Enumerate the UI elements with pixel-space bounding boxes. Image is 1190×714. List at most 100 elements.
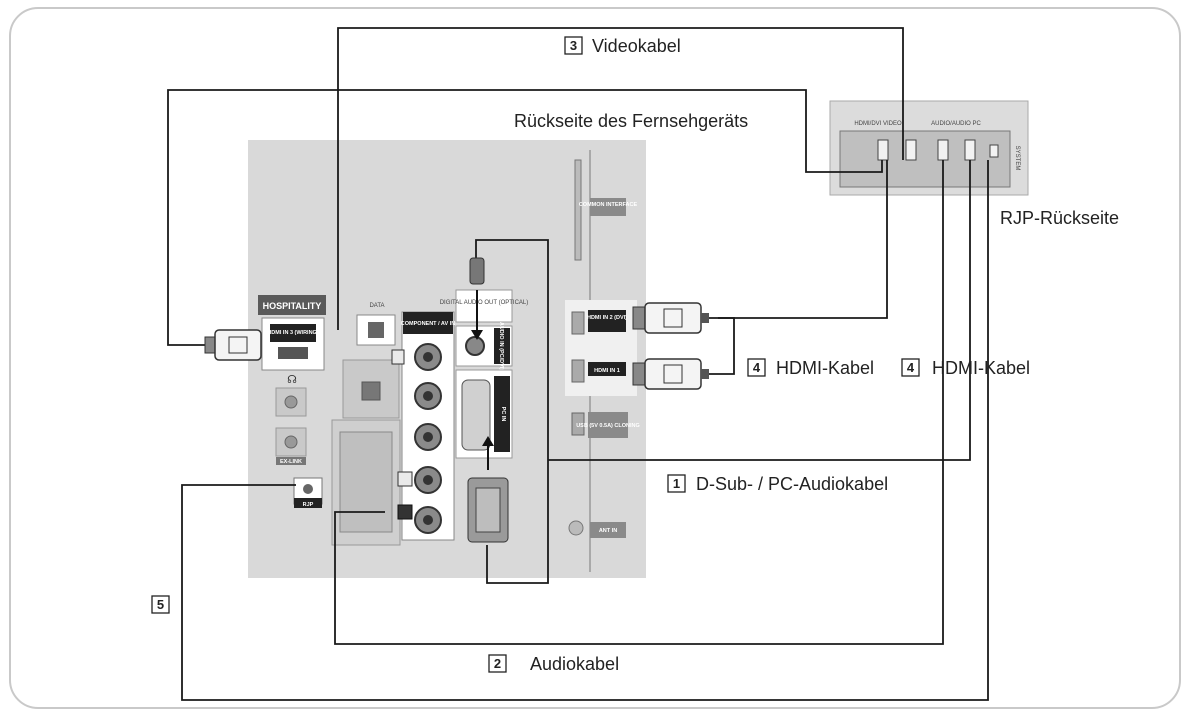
tv-back-panel: COMMON INTERFACE HDMI IN 2 (DVI) HDMI IN… <box>248 140 646 578</box>
rjp-audio-label: AUDIO/AUDIO PC <box>931 121 981 127</box>
video-cable-line <box>337 27 904 330</box>
ex-link-tag <box>276 457 306 465</box>
hdmi1-label: HDMI IN 1 <box>594 368 620 374</box>
optical-port <box>361 381 381 401</box>
audio-in-tag <box>494 328 510 364</box>
common-interface-label: COMMON INTERFACE <box>579 202 638 208</box>
hdmi2-port <box>571 311 585 335</box>
hdmi2-label: HDMI IN 2 (DVI) <box>587 315 627 321</box>
video-plug <box>391 349 405 365</box>
svg-text:4: 4 <box>907 360 915 375</box>
usb-port <box>571 412 585 436</box>
rjp-jack <box>303 484 313 494</box>
rjp-jack-5 <box>989 144 999 158</box>
pc-in-label: PC IN <box>500 407 506 422</box>
rjp-back-caption: RJP-Rückseite <box>1000 208 1119 228</box>
rjp-jack-1 <box>877 139 889 161</box>
svg-text:3: 3 <box>570 38 577 53</box>
hospitality-header <box>258 295 326 315</box>
svg-text:5: 5 <box>157 597 164 612</box>
hdmi3-plug <box>214 329 262 361</box>
number-box <box>667 474 686 493</box>
rjp-face <box>839 130 1011 188</box>
rjp-cable-caption: 5 <box>151 595 170 614</box>
usb-tag <box>588 412 628 438</box>
component-label: COMPONENT / AV IN <box>401 321 455 327</box>
ex-link-label: EX-LINK <box>280 459 302 465</box>
rjp-cable-line <box>181 160 989 701</box>
rjp-hdmi-video-label: HDMI/DVI VIDEO <box>854 121 902 127</box>
ant-in-tag <box>590 522 626 538</box>
hdmi2-tag <box>588 310 626 332</box>
hdmi1-plug-tip <box>632 362 646 386</box>
component-tag <box>403 312 453 334</box>
dsub-cable-caption: 1 D-Sub- / PC-Audiokabel <box>667 474 888 494</box>
vga-plug-arrow <box>482 436 494 446</box>
common-interface-tag <box>590 198 626 216</box>
svg-text:1: 1 <box>673 476 680 491</box>
hdmi-cable-caption-1: 4 HDMI-Kabel <box>747 358 874 378</box>
hdmi-cable-label-1: HDMI-Kabel <box>776 358 874 378</box>
number-box <box>488 654 507 673</box>
audio-l-plug <box>397 471 413 487</box>
svg-text:4: 4 <box>753 360 761 375</box>
hdmi2-plug <box>644 302 702 334</box>
rjp-jack-2 <box>905 139 917 161</box>
vga-port <box>461 379 491 451</box>
hdmi-cable-label-2: HDMI-Kabel <box>932 358 1030 378</box>
pc-in-tag <box>494 376 510 452</box>
audio-in-label: AUDIO IN (PC/DVI) <box>498 322 504 370</box>
hdmi1-tag <box>588 362 626 376</box>
rjp-label: RJP <box>303 502 314 508</box>
ant-in-port <box>568 520 584 536</box>
cables <box>167 27 989 701</box>
audio-plug-arrow <box>471 330 483 340</box>
hdmi-loop-cable <box>708 317 735 375</box>
svg-text:2: 2 <box>494 656 501 671</box>
component-jacks <box>414 343 442 534</box>
rjp-jack-3 <box>937 139 949 161</box>
dsub-cable-label: D-Sub- / PC-Audiokabel <box>696 474 888 494</box>
digital-audio-label: DIGITAL AUDIO OUT (OPTICAL) <box>440 300 529 306</box>
hospitality-label: HOSPITALITY <box>263 301 322 311</box>
hdmi3-rjp-cable <box>167 89 883 346</box>
headphone-jack <box>284 395 298 409</box>
number-box <box>564 36 583 55</box>
video-cable-label: Videokabel <box>592 36 681 56</box>
number-box <box>747 358 766 377</box>
digital-audio-box <box>455 289 513 323</box>
dsub-to-rjp-cable <box>548 160 971 461</box>
hdmi-cable-caption-2: 4 HDMI-Kabel <box>901 358 1030 378</box>
hdmi1-port <box>571 359 585 383</box>
audio-r-plug <box>397 504 413 520</box>
tv-back-caption: Rückseite des Fernsehgeräts <box>514 111 748 131</box>
rjp-tag <box>294 498 322 508</box>
audio-in-jack <box>465 336 485 356</box>
rjp-jack-4 <box>964 139 976 161</box>
usb-label: USB (5V 0.5A) CLONING <box>576 423 640 429</box>
hdmi3-label: HDMI IN 3 (WIRING) <box>267 330 318 336</box>
audio-cable-line <box>334 160 944 645</box>
hdmi1-plug <box>644 358 702 390</box>
cable-plugs <box>204 257 709 543</box>
data-label: DATA <box>369 303 384 309</box>
hdmi2-plug-tip <box>632 306 646 330</box>
audio-plug <box>469 257 485 285</box>
audio-cable-label: Audiokabel <box>530 654 619 674</box>
headphone-icon: ☊ <box>287 374 297 386</box>
video-cable-caption: 3 Videokabel <box>564 36 681 56</box>
hdmi3-plug-tip <box>204 336 216 354</box>
rjp-side-label: SYSTEM <box>1014 146 1020 171</box>
number-box <box>151 595 170 614</box>
data-port <box>368 322 384 338</box>
ant-in-label: ANT IN <box>599 528 617 534</box>
common-interface-slot <box>574 159 582 261</box>
number-box <box>901 358 920 377</box>
rjp-unit: HDMI/DVI VIDEO AUDIO/AUDIO PC SYSTEM <box>829 100 1029 196</box>
dsub-loop-cable <box>475 239 549 584</box>
ex-link-jack <box>284 435 298 449</box>
hdmi3-port <box>278 347 308 359</box>
hdmi3-tag <box>270 324 316 342</box>
hdmi-to-rjp-cable <box>718 160 888 319</box>
